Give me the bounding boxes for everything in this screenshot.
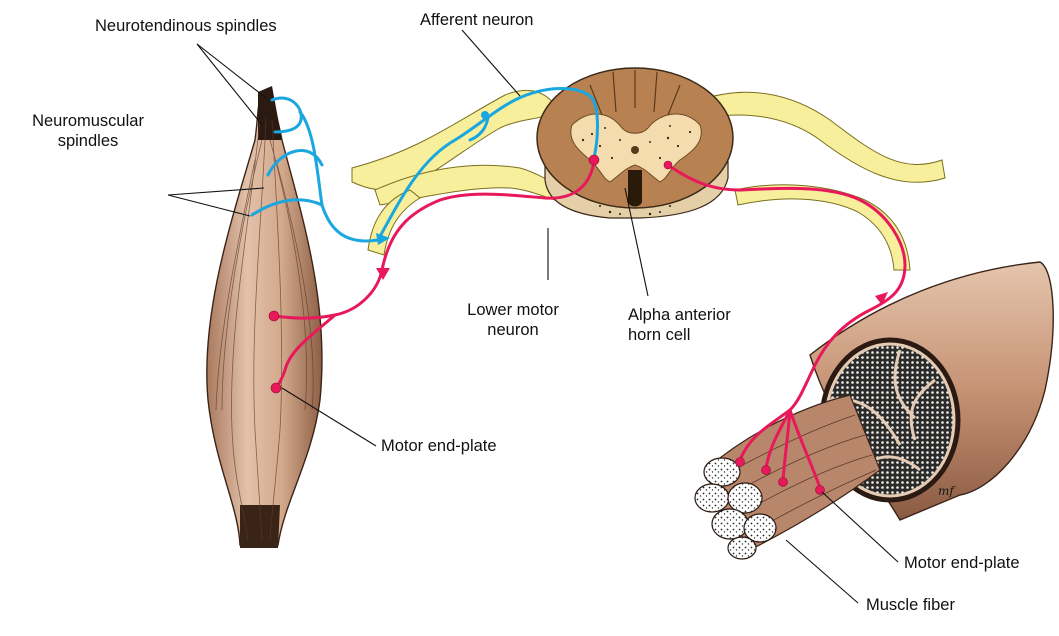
artist-initials: mf bbox=[938, 484, 956, 498]
label-lower-motor-neuron: Lower motor neuron bbox=[448, 300, 578, 340]
efferent-arrow-right bbox=[875, 292, 888, 305]
afferent-cell-body bbox=[481, 111, 489, 119]
label-neurotendinous-spindles: Neurotendinous spindles bbox=[95, 16, 277, 36]
label-alpha-line2: horn cell bbox=[628, 325, 778, 345]
label-alpha-line1: Alpha anterior bbox=[628, 305, 778, 325]
right-dorsal-root bbox=[700, 92, 945, 182]
label-neuromuscular-line2: spindles bbox=[8, 131, 168, 151]
label-lower-motor-line2: neuron bbox=[448, 320, 578, 340]
label-afferent-neuron: Afferent neuron bbox=[420, 10, 533, 30]
label-motor-end-plate-fiber: Motor end-plate bbox=[904, 553, 1020, 573]
left-nerve-trunk bbox=[368, 190, 420, 255]
label-muscle-fiber: Muscle fiber bbox=[866, 595, 955, 615]
label-neuromuscular-line1: Neuromuscular bbox=[8, 111, 168, 131]
anterior-median-fissure bbox=[628, 170, 642, 207]
alpha-horn-cell-body bbox=[589, 155, 599, 165]
label-motor-end-plate-muscle: Motor end-plate bbox=[381, 436, 497, 456]
label-lower-motor-line1: Lower motor bbox=[448, 300, 578, 320]
label-alpha-anterior-horn-cell: Alpha anterior horn cell bbox=[628, 305, 778, 345]
label-neuromuscular-spindles: Neuromuscular spindles bbox=[8, 111, 168, 151]
right-ventral-root bbox=[735, 185, 910, 270]
central-canal bbox=[631, 146, 639, 154]
